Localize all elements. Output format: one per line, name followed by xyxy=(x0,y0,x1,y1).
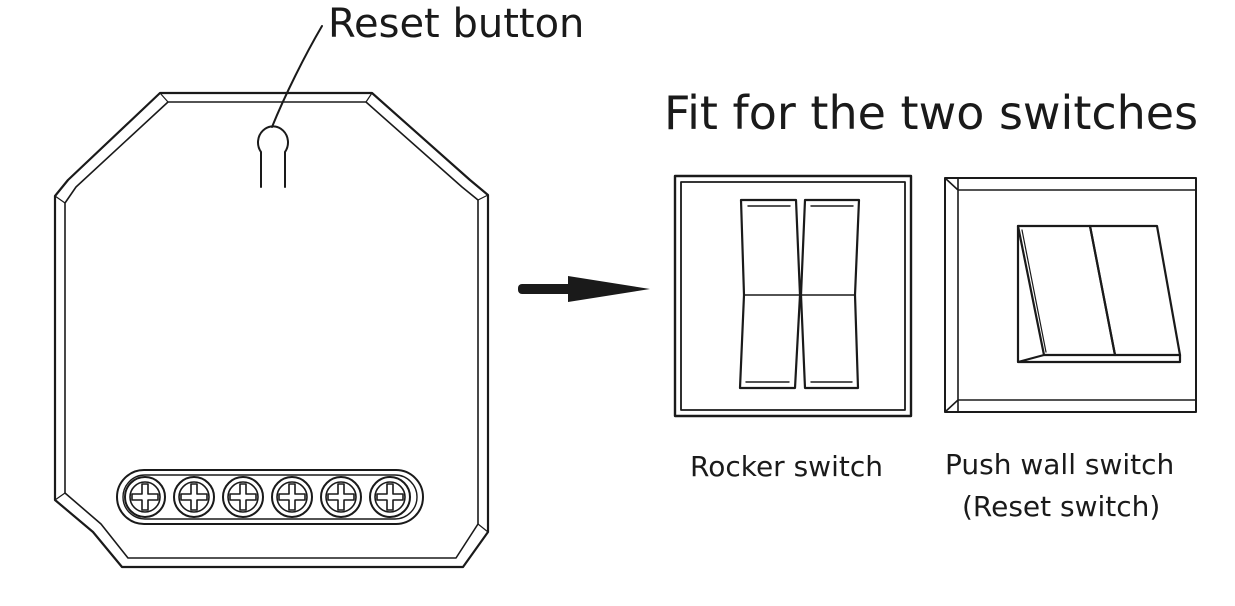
heading: Fit for the two switches xyxy=(664,86,1198,140)
push-switch-label-line2: (Reset switch) xyxy=(962,490,1160,523)
terminal-screw-icon xyxy=(124,476,166,518)
rocker-switch-icon xyxy=(673,174,913,418)
terminal-strip xyxy=(116,469,424,525)
arrow-right-icon xyxy=(518,276,650,302)
push-switch-label-line1: Push wall switch xyxy=(945,448,1174,481)
smart-relay-module xyxy=(53,91,490,569)
terminal-screw-icon xyxy=(222,476,264,518)
terminal-screw-icon xyxy=(271,476,313,518)
reset-button-callout: Reset button xyxy=(271,1,584,128)
terminal-screw-icon xyxy=(369,476,411,518)
rocker-switch-label: Rocker switch xyxy=(690,450,883,483)
push-wall-switch-icon xyxy=(944,177,1197,413)
terminal-screw-icon xyxy=(173,476,215,518)
reset-button-icon xyxy=(257,125,289,188)
terminal-screw-icon xyxy=(320,476,362,518)
reset-button-label: Reset button xyxy=(328,1,584,47)
